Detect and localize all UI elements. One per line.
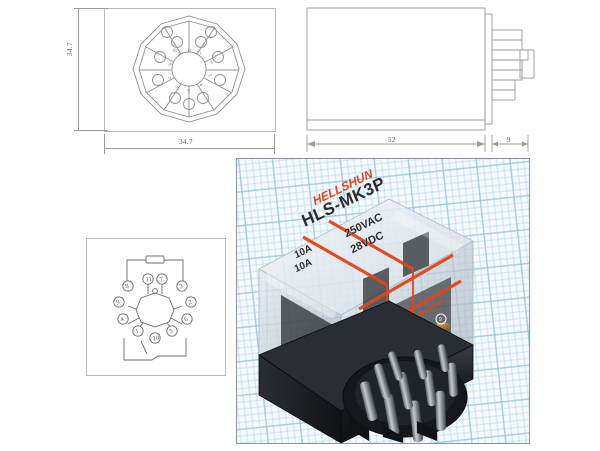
- svg-text:9: 9: [115, 299, 120, 307]
- dim-tick-right: [274, 134, 275, 154]
- dim-label-body-length: 52: [388, 136, 396, 144]
- svg-text:3: 3: [178, 283, 183, 291]
- svg-text:4: 4: [119, 316, 125, 324]
- svg-text:10: 10: [152, 335, 159, 343]
- socket-face-drawing: 1 2 3 4 5 6 7 8 9 10 11 34.7 34.7: [62, 2, 292, 154]
- wiring-schematic: 11 7 8 3 9 2 4 6 1 5 10: [86, 238, 226, 376]
- dim-label-width: 34.7: [179, 138, 193, 146]
- svg-text:5: 5: [168, 328, 173, 336]
- socket-geometry: 1 2 3 4 5 6 7 8 9 10 11: [132, 15, 246, 123]
- svg-text:7: 7: [165, 75, 171, 80]
- svg-text:2: 2: [187, 299, 192, 307]
- svg-text:9: 9: [439, 317, 442, 323]
- dim-label-pin-length: 9: [507, 136, 511, 144]
- dim-label-height: 34.7: [66, 42, 74, 56]
- svg-text:9: 9: [176, 52, 181, 58]
- dim-tick-left: [104, 134, 105, 154]
- svg-text:5: 5: [187, 87, 190, 92]
- svg-text:3: 3: [208, 72, 214, 77]
- dim-line-vertical: [78, 8, 79, 130]
- svg-text:6: 6: [183, 316, 189, 324]
- socket-outline-box: [104, 8, 276, 132]
- svg-text:8: 8: [166, 63, 172, 68]
- schematic-geometry: 11 7 8 3 9 2 4 6 1 5 10: [113, 255, 197, 361]
- svg-text:1: 1: [199, 51, 204, 57]
- side-elevation-drawing: 52 9: [295, 2, 540, 154]
- svg-text:4: 4: [199, 82, 205, 88]
- relay-illustration: 789 123: [258, 198, 474, 443]
- svg-text:1: 1: [134, 328, 139, 336]
- side-geometry: [306, 7, 535, 152]
- dim-tick-top: [74, 8, 108, 9]
- svg-text:2: 2: [210, 60, 216, 66]
- svg-text:8: 8: [124, 283, 129, 291]
- dim-tick-bottom: [74, 130, 108, 131]
- svg-text:10: 10: [171, 48, 178, 55]
- svg-text:6: 6: [173, 83, 179, 89]
- svg-text:7: 7: [159, 276, 164, 283]
- dim-line-horizontal: [104, 148, 274, 149]
- svg-text:11: 11: [187, 49, 193, 54]
- svg-text:11: 11: [145, 276, 152, 284]
- product-photograph: 789 123: [236, 158, 530, 444]
- schematic-frame: [86, 238, 226, 376]
